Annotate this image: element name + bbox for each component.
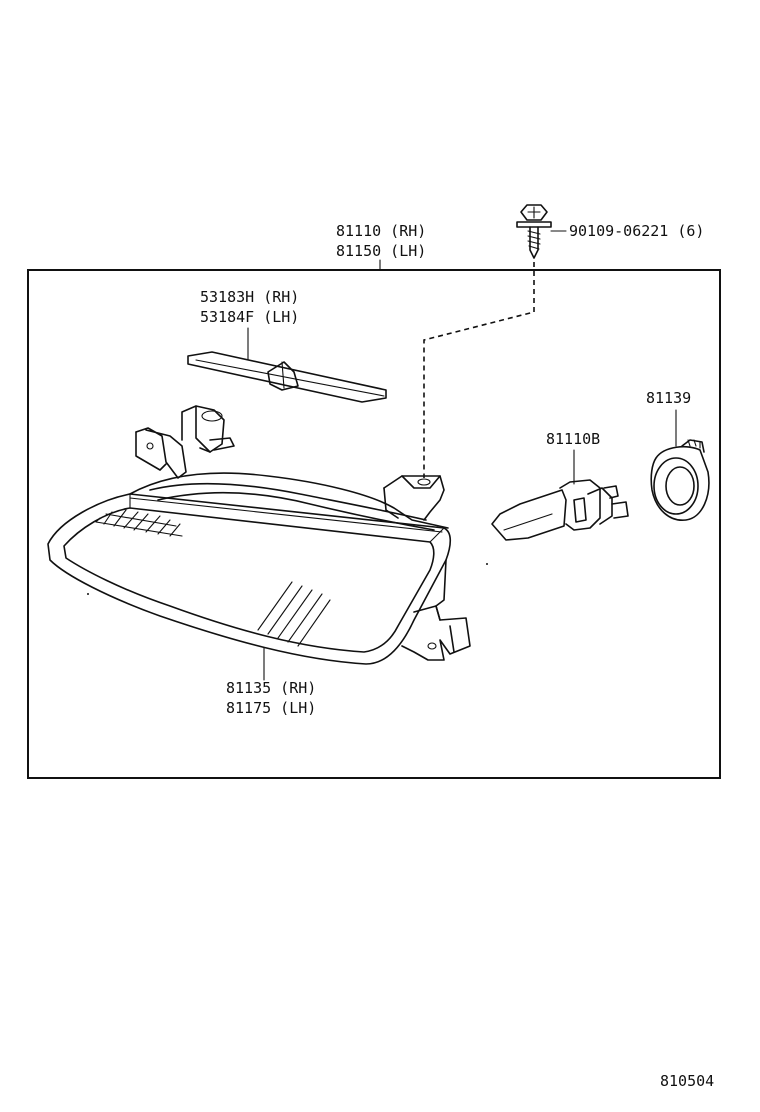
screw-icon [516, 204, 552, 259]
screw-leader-dashed [423, 262, 535, 478]
seal-part-lh: 53184F (LH) [200, 308, 299, 326]
assembly-frame [27, 269, 721, 779]
lens-part-rh: 81135 (RH) [226, 679, 316, 697]
bulb-icon [491, 479, 629, 541]
rubber-cover-icon [650, 439, 710, 521]
stray-dot [87, 593, 89, 595]
bulb-part-number: 81110B [546, 430, 600, 448]
seal-strip-icon [187, 351, 387, 403]
screw-part-number: 90109-06221 (6) [569, 222, 704, 240]
assembly-callout: 81110 (RH) 81150 (LH) [336, 222, 426, 271]
assembly-part-rh: 81110 (RH) [336, 222, 426, 240]
diagram-reference-code: 810504 [660, 1072, 714, 1090]
cover-part-number: 81139 [646, 389, 691, 407]
stray-dot [486, 563, 488, 565]
seal-part-rh: 53183H (RH) [200, 288, 299, 306]
lens-part-lh: 81175 (LH) [226, 699, 316, 717]
assembly-part-lh: 81150 (LH) [336, 242, 426, 260]
headlamp-housing-icon [47, 405, 471, 665]
